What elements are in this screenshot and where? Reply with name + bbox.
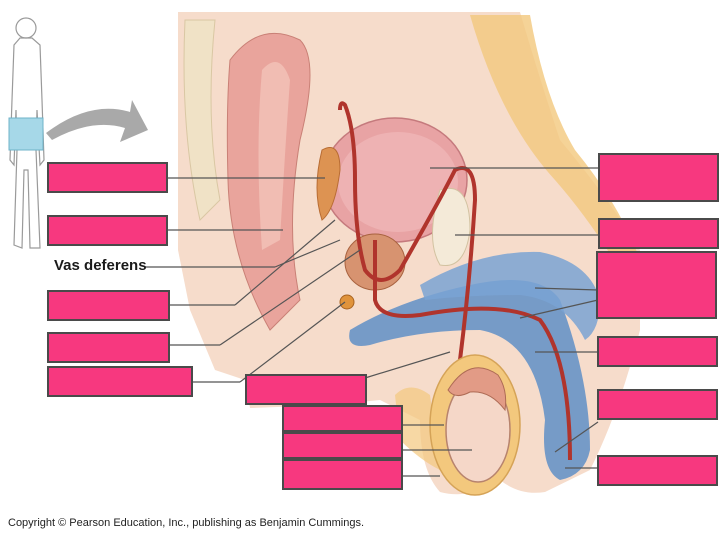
fat-layer-lower (395, 387, 440, 470)
label-box-center-3[interactable] (282, 432, 403, 459)
label-box-left-2[interactable] (47, 215, 168, 246)
corpus-spongiosum (349, 280, 590, 480)
label-box-right-4[interactable] (597, 336, 718, 367)
pubic-bone (432, 188, 471, 267)
bulbourethral-gland (339, 294, 355, 310)
corpus-cavernosum (420, 251, 600, 340)
copyright-footer: Copyright © Pearson Education, Inc., pub… (8, 517, 365, 529)
label-box-left-3[interactable] (47, 290, 170, 321)
label-box-center-4[interactable] (282, 459, 403, 490)
label-box-left-1[interactable] (47, 162, 168, 193)
label-box-center-1[interactable] (245, 374, 367, 405)
urethra (373, 240, 572, 461)
label-box-right-3[interactable] (596, 251, 717, 319)
epididymis (447, 367, 507, 412)
fat-layer (470, 15, 640, 270)
label-box-right-1[interactable] (598, 153, 719, 202)
sacrum (183, 19, 221, 221)
vas-deferens-label: Vas deferens (54, 257, 147, 274)
region-highlight (8, 117, 44, 151)
label-box-right-5[interactable] (597, 389, 718, 420)
leader-lines (145, 167, 599, 477)
bladder-wall (338, 132, 458, 232)
label-box-right-6[interactable] (597, 455, 718, 486)
label-box-center-2[interactable] (282, 405, 403, 432)
label-box-right-2[interactable] (598, 218, 719, 249)
label-box-left-4[interactable] (47, 332, 170, 363)
zoom-arrow (46, 100, 148, 142)
rectum-inner (258, 62, 290, 250)
seminal-vesicle (316, 147, 341, 221)
label-box-left-5[interactable] (47, 366, 193, 397)
vas-deferens-duct (338, 101, 478, 441)
